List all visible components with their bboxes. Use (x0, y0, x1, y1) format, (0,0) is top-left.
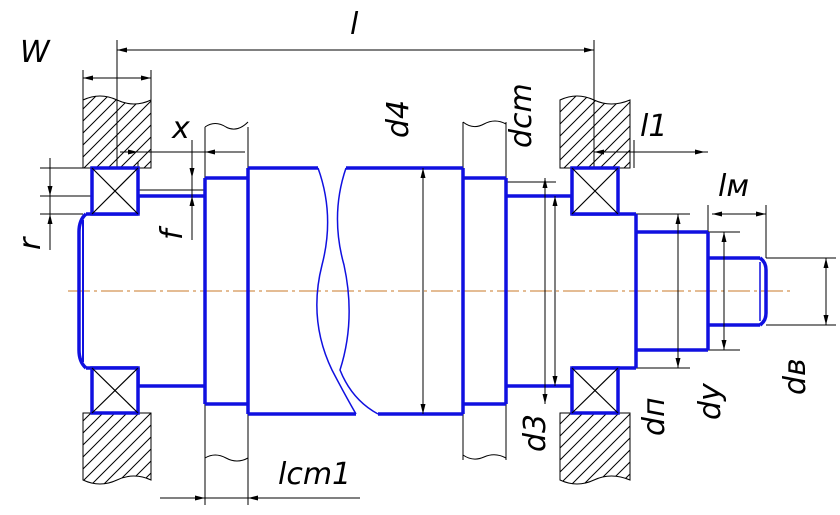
housing-right (559, 95, 631, 485)
bearing-left-top (90, 166, 140, 216)
label-d3: d3 (518, 414, 553, 452)
label-f: f (155, 225, 190, 240)
bearing-right-bottom (570, 366, 620, 415)
bearing-left-bottom (90, 366, 140, 415)
extension-lines (40, 40, 836, 505)
label-d4: d4 (381, 100, 416, 138)
label-w: W (20, 35, 51, 70)
bearing-right-top (570, 166, 620, 216)
label-dv: dв (778, 358, 813, 395)
label-r: r (13, 236, 48, 250)
label-l: l (350, 7, 359, 42)
label-x: x (171, 111, 190, 146)
label-lcm1: lcm1 (278, 457, 351, 492)
label-lm: lм (718, 169, 749, 204)
dimension-lines (47, 47, 829, 501)
label-dy: dy (693, 382, 728, 420)
label-l1: l1 (640, 109, 667, 144)
label-dn: dп (637, 397, 672, 436)
label-dcm: dcm (504, 83, 539, 148)
